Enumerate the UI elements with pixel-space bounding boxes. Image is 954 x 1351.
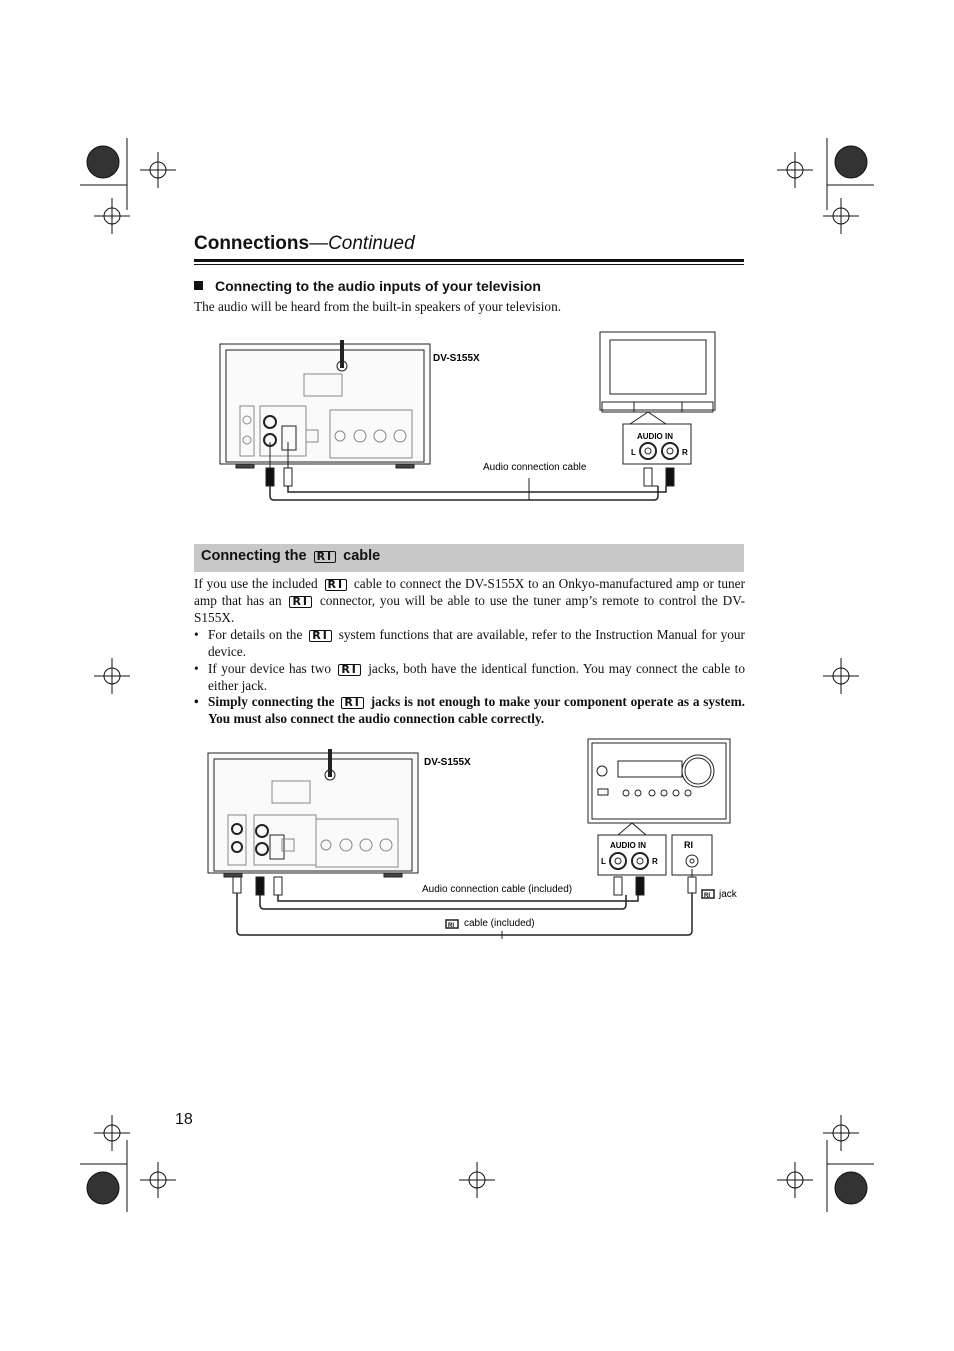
bullet2-part2: jacks, both have the identical function.… — [208, 661, 745, 693]
tv-connection-diagram: DV-S155X AUDIO IN L R Audio connection c… — [219, 331, 716, 501]
diagram1-audio-in-label: AUDIO IN — [637, 432, 673, 441]
bullet3-part2: jacks is not enough to make your compone… — [208, 694, 745, 726]
ri-logo-icon: RI — [341, 697, 364, 709]
bullet-dot-icon: • — [194, 627, 199, 642]
diagram2-audio-cable-label: Audio connection cable (included) — [422, 884, 572, 895]
diagram2-ri-jack-label: jack — [718, 889, 738, 900]
tv-section-description: The audio will be heard from the built-i… — [194, 299, 562, 314]
ri-heading-prefix: Connecting the — [201, 548, 307, 564]
diagram2-ri-cable-icon: RI — [448, 923, 454, 929]
ri-heading-suffix: cable — [343, 548, 381, 564]
ri-logo-icon: RI — [289, 595, 313, 608]
ri-bullet-1: • For details on the RI system functions … — [194, 627, 745, 661]
tv-section-heading-text: Connecting to the audio inputs of your t… — [215, 278, 541, 294]
bullet-dot-icon: • — [194, 694, 199, 709]
bullet1-part1: For details on the — [208, 627, 303, 642]
ri-section-heading: Connecting the RI cable — [201, 548, 380, 564]
diagram1-cable-label: Audio connection cable — [483, 462, 587, 473]
ri-logo-icon: RI — [313, 551, 337, 563]
diagram2-model-label: DV-S155X — [424, 757, 471, 768]
ri-logo-icon: RI — [338, 664, 361, 676]
ri-intro-paragraph: If you use the included RI cable to conn… — [194, 576, 745, 626]
diagram1-right-label: R — [682, 448, 688, 457]
ri-connection-diagram: DV-S155X AUDIO IN L R RI Audio connectio… — [207, 738, 738, 939]
title-rule-thick — [194, 259, 744, 262]
title-continued: —Continued — [309, 233, 415, 254]
ri-intro-part3: connector, you will be able to use the t… — [194, 592, 746, 625]
ri-intro-part2: cable to connect the DV-S155X to an Onky… — [194, 576, 746, 608]
bullet3-part1: Simply connecting the — [208, 694, 335, 709]
page-number: 18 — [175, 1111, 193, 1128]
diagram2-ri-box-label: RI — [684, 840, 693, 850]
diagram2-right-label: R — [652, 857, 658, 866]
bullet-dot-icon: • — [194, 661, 199, 676]
ri-logo-icon: RI — [309, 630, 332, 642]
diagram1-left-label: L — [631, 448, 636, 457]
ri-logo-icon: RI — [324, 579, 348, 591]
ri-bullet-2: • If your device has two RI jacks, both h… — [194, 661, 745, 695]
diagram2-ri-jack-icon: RI — [704, 893, 710, 899]
ri-section-bar — [194, 544, 744, 572]
page-title: Connections—Continued — [194, 233, 415, 255]
bullet1-part2: system functions that are available, ref… — [208, 627, 745, 659]
diagram2-left-label: L — [601, 857, 606, 866]
square-bullet-icon — [194, 281, 203, 290]
diagram2-ri-cable-label: cable (included) — [464, 918, 535, 929]
diagram1-model-label: DV-S155X — [433, 353, 480, 364]
title-rule-thin — [194, 264, 744, 265]
bullet2-part1: If your device has two — [208, 661, 331, 676]
title-main: Connections — [194, 233, 310, 254]
ri-intro-part1: If you use the included — [194, 576, 318, 591]
diagram2-audio-in-label: AUDIO IN — [610, 841, 646, 850]
tv-section-heading: Connecting to the audio inputs of your t… — [194, 278, 541, 294]
ri-bullet-3: • Simply connecting the RI jacks is not e… — [194, 694, 745, 728]
